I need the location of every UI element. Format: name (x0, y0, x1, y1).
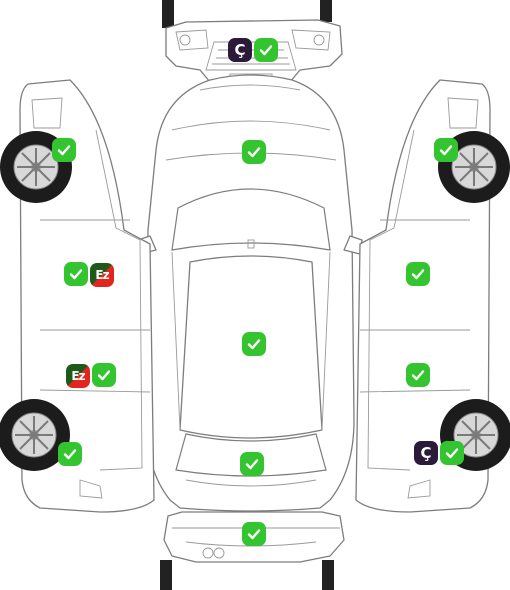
left-front-door-checkmark-icon[interactable] (64, 262, 88, 286)
right-rear-door-checkmark-icon[interactable] (406, 363, 430, 387)
trunk-checkmark-icon[interactable] (240, 452, 264, 476)
rear-bumper-checkmark-icon[interactable] (242, 522, 266, 546)
left-front-door-letter-badge[interactable]: Ez (90, 263, 114, 287)
left-rear-fender-checkmark-icon[interactable] (58, 442, 82, 466)
front-bumper-drawing (162, 0, 343, 83)
front-bumper-checkmark-icon[interactable] (254, 38, 278, 62)
left-side-drawing (0, 79, 155, 513)
left-rear-door-letter-badge[interactable]: Ez (66, 364, 90, 388)
left-front-fender-checkmark-icon[interactable] (52, 138, 76, 162)
right-rear-fender-checkmark-icon[interactable] (440, 441, 464, 465)
left-rear-door-checkmark-icon[interactable] (92, 363, 116, 387)
roof-checkmark-icon[interactable] (242, 332, 266, 356)
right-front-fender-checkmark-icon[interactable] (434, 138, 458, 162)
right-side-drawing (355, 79, 510, 513)
front-bumper-letter-badge[interactable]: Ç (228, 38, 252, 62)
right-rear-fender-letter-badge[interactable]: Ç (414, 441, 438, 465)
hood-checkmark-icon[interactable] (242, 140, 266, 164)
right-front-door-checkmark-icon[interactable] (406, 262, 430, 286)
